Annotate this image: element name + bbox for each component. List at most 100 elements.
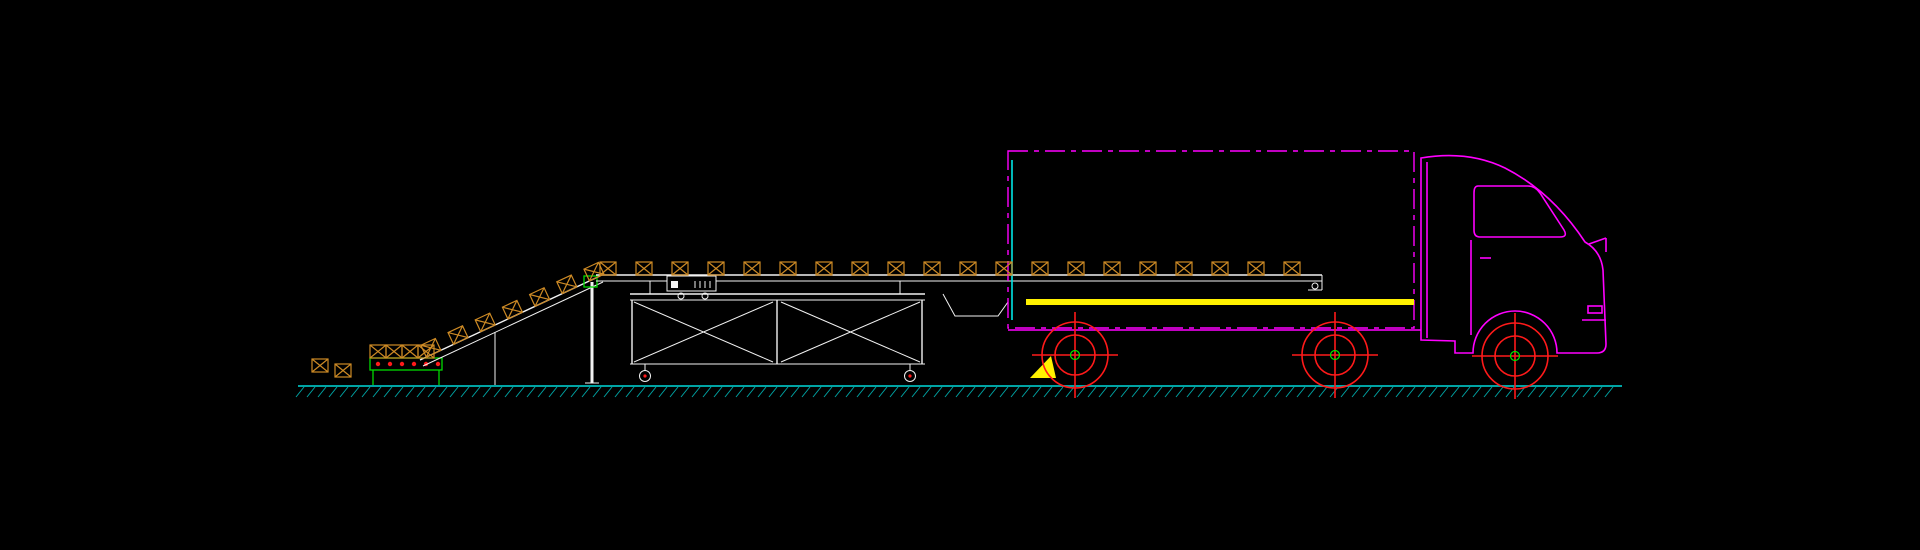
cargo-box-symbol (311, 358, 329, 373)
cargo-box-symbol (555, 274, 578, 295)
cargo-box-symbol (1283, 261, 1301, 276)
caster-wheel (904, 370, 916, 382)
ground-hatch-tick (614, 386, 624, 398)
ground-hatch-tick (559, 386, 569, 398)
ground-hatch-tick (1318, 386, 1328, 398)
ground-hatch-tick (1461, 386, 1471, 398)
ground-hatch-tick (1175, 386, 1185, 398)
caster-hub (643, 374, 647, 378)
ground-hatch-tick (361, 386, 371, 398)
ground-hatch-tick (1395, 386, 1405, 398)
ground-hatch-tick (1208, 386, 1218, 398)
ground-hatch-tick (581, 386, 591, 398)
ground-hatch-tick (702, 386, 712, 398)
ground-hatch-tick (625, 386, 635, 398)
wheels (1032, 312, 1558, 399)
ground-hatch-tick (680, 386, 690, 398)
ground-hatch-tick (1032, 386, 1042, 398)
ground-hatch-tick (438, 386, 448, 398)
control-box-display (671, 281, 678, 288)
ground-hatch-tick (1571, 386, 1581, 398)
ground-hatch-tick (1593, 386, 1603, 398)
roller (387, 361, 393, 367)
boom-end-pulley (1311, 282, 1319, 290)
ground-hatch-tick (1560, 386, 1570, 398)
ground-hatch-tick (757, 386, 767, 398)
ground-hatch-tick (317, 386, 327, 398)
mirror-arm (1588, 237, 1607, 245)
ground-hatch-tick (1450, 386, 1460, 398)
cargo-box-symbol (743, 261, 761, 276)
ground-hatch-tick (845, 386, 855, 398)
ground-hatch-tick (350, 386, 360, 398)
ground-hatch-tick (955, 386, 965, 398)
ground-hatch-tick (537, 386, 547, 398)
cargo-box-symbol (401, 344, 419, 359)
ground-hatch-tick (779, 386, 789, 398)
ground-hatch-tick (1285, 386, 1295, 398)
ground-hatch-tick (1549, 386, 1559, 398)
ground-hatch-tick (867, 386, 877, 398)
ground-hatch-tick (1351, 386, 1361, 398)
ground-hatch-tick (735, 386, 745, 398)
cargo-box-symbol (583, 261, 605, 282)
ground-hatch-tick (1373, 386, 1383, 398)
ground-hatch-tick (1021, 386, 1031, 398)
ground-hatch-tick (658, 386, 668, 398)
cargo-box-symbol (851, 261, 869, 276)
ground-hatch-tick (1417, 386, 1427, 398)
cargo-box-symbol (1067, 261, 1085, 276)
ground-hatch-tick (1494, 386, 1504, 398)
ground-hatch-tick (724, 386, 734, 398)
ground-hatch-tick (1340, 386, 1350, 398)
ground-hatch-tick (1076, 386, 1086, 398)
ground-hatch-tick (1043, 386, 1053, 398)
cab-window (1473, 185, 1567, 238)
cab-outline (1420, 154, 1607, 354)
ground-hatch-tick (636, 386, 646, 398)
frame-brace (780, 301, 921, 363)
truck-wheel (1472, 313, 1558, 399)
cargo-body-outline (1007, 150, 1415, 329)
cargo-box-symbol (995, 261, 1013, 276)
transition-bracket (942, 293, 1009, 317)
ground-hatch-tick (1197, 386, 1207, 398)
roller (411, 361, 417, 367)
ground-hatch-tick (383, 386, 393, 398)
ground-hatch-tick (647, 386, 657, 398)
cargo-box-symbol (635, 261, 653, 276)
ground-hatch-tick (1307, 386, 1317, 398)
wheel-chock (1030, 356, 1056, 378)
ground-hatch-tick (669, 386, 679, 398)
roller (375, 361, 381, 367)
ground-hatch-tick (339, 386, 349, 398)
cargo-box-symbol (369, 344, 387, 359)
ground-hatch-tick (1483, 386, 1493, 398)
ground-hatch-tick (944, 386, 954, 398)
ground-hatch-tick (746, 386, 756, 398)
headlight (1587, 305, 1603, 314)
ground-hatch-tick (1131, 386, 1141, 398)
bed-stripe (1026, 299, 1414, 305)
cargo-box-symbol (1247, 261, 1265, 276)
platform-frame (369, 357, 443, 371)
cargo-box-symbol (1175, 261, 1193, 276)
ground-hatch-tick (526, 386, 536, 398)
ground-hatch-tick (460, 386, 470, 398)
ground-hatch-tick (427, 386, 437, 398)
ground-hatch-tick (889, 386, 899, 398)
ground-hatch-tick (812, 386, 822, 398)
ground-hatch-tick (603, 386, 613, 398)
cargo-box-symbol (447, 325, 469, 346)
cargo-box-symbol (707, 261, 725, 276)
belt-bottom-rail (422, 281, 604, 367)
cargo-box-symbol (1139, 261, 1157, 276)
ground-hatch-tick (1406, 386, 1416, 398)
control-box (666, 275, 717, 292)
packages (311, 261, 1301, 378)
ground-hatch-tick (482, 386, 492, 398)
ground-hatch-tick (922, 386, 932, 398)
ground-hatch-tick (1263, 386, 1273, 398)
